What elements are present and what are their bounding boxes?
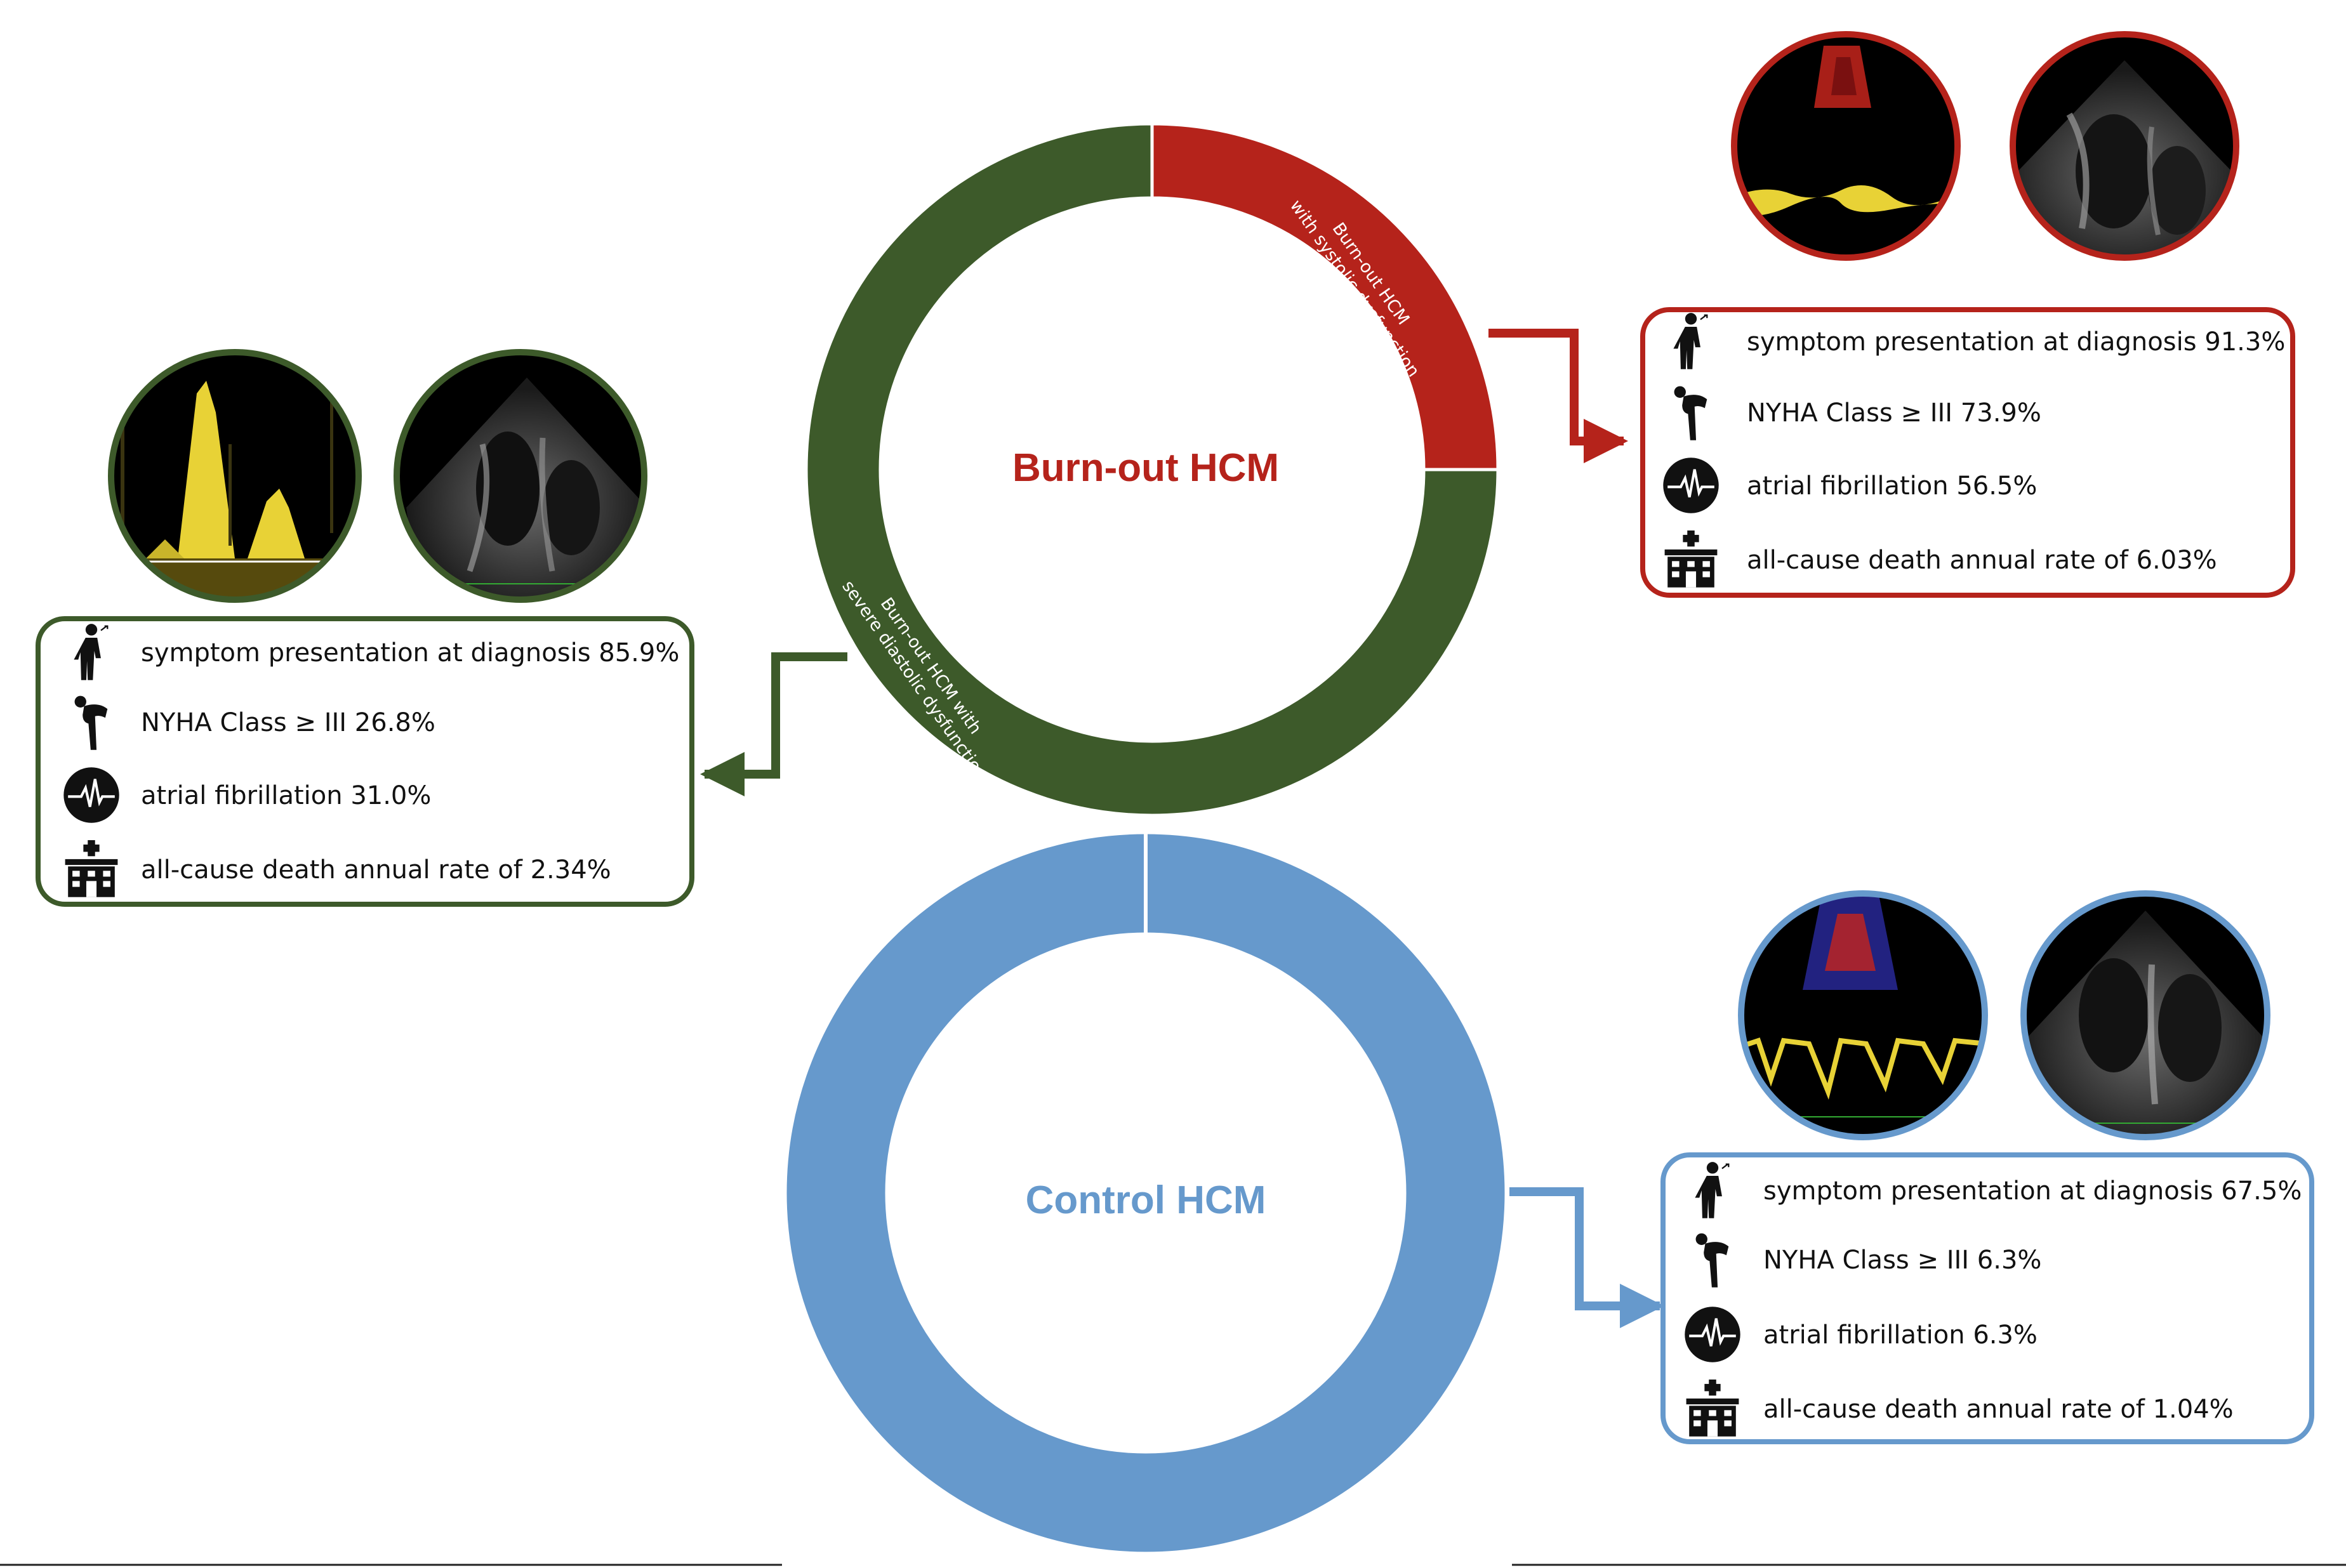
- systolic-arrow: [1488, 329, 1628, 463]
- diastolic-stat-text: all-cause death annual rate of 2.34%: [141, 855, 611, 885]
- burnout-donut: Burn-out HCM with systolic dysfunction B…: [804, 122, 1500, 817]
- control-donut: Control HCM: [786, 833, 1505, 1552]
- control-stat-text: NYHA Class ≥ III 6.3%: [1763, 1246, 2041, 1275]
- systolic-stat-text: atrial fibrillation 56.5%: [1747, 471, 2037, 501]
- diastolic-stat-text: atrial fibrillation 31.0%: [141, 781, 431, 810]
- control-stat-text: atrial fibrillation 6.3%: [1763, 1321, 2038, 1350]
- control-title: Control HCM: [1026, 1178, 1266, 1222]
- control-panel-frame: [1660, 1152, 2314, 1444]
- control-doppler-image: [1738, 890, 1988, 1140]
- heartbeat-icon: [1663, 458, 1718, 513]
- burnout-title: Burn-out HCM: [1012, 446, 1279, 490]
- systolic-stat-text: NYHA Class ≥ III 73.9%: [1747, 399, 2041, 428]
- systolic-dysfunction-segment: [1150, 122, 1500, 471]
- systolic-echocardiogram-image: [2010, 31, 2239, 261]
- control-arrow: [1509, 1187, 1664, 1328]
- control-stat-text: symptom presentation at diagnosis 67.5%: [1763, 1176, 2302, 1206]
- diastolic-stat-text: NYHA Class ≥ III 26.8%: [141, 708, 435, 737]
- diastolic-doppler-image: [108, 349, 362, 603]
- heartbeat-icon: [63, 767, 119, 822]
- diastolic-arrow: [700, 652, 847, 796]
- systolic-doppler-image: [1731, 31, 1961, 261]
- diastolic-panel-frame: [36, 616, 694, 907]
- systolic-stat-text: symptom presentation at diagnosis 91.3%: [1747, 327, 2285, 357]
- diastolic-stat-text: symptom presentation at diagnosis 85.9%: [141, 638, 679, 668]
- control-echocardiogram-image: [2020, 890, 2270, 1140]
- diastolic-echocardiogram-image: [394, 349, 647, 603]
- heartbeat-icon: [1685, 1307, 1740, 1362]
- diastolic-dysfunction-segment: [804, 122, 1500, 817]
- control-stats-panel: symptom presentation at diagnosis 67.5% N…: [1660, 1152, 2314, 1444]
- systolic-panel-frame: [1640, 307, 2295, 598]
- control-stat-text: all-cause death annual rate of 1.04%: [1763, 1395, 2234, 1424]
- systolic-stat-text: all-cause death annual rate of 6.03%: [1747, 546, 2217, 575]
- systolic-stats-panel: symptom presentation at diagnosis 91.3% N…: [1640, 307, 2295, 598]
- diastolic-stats-panel: symptom presentation at diagnosis 85.9% N…: [36, 616, 694, 907]
